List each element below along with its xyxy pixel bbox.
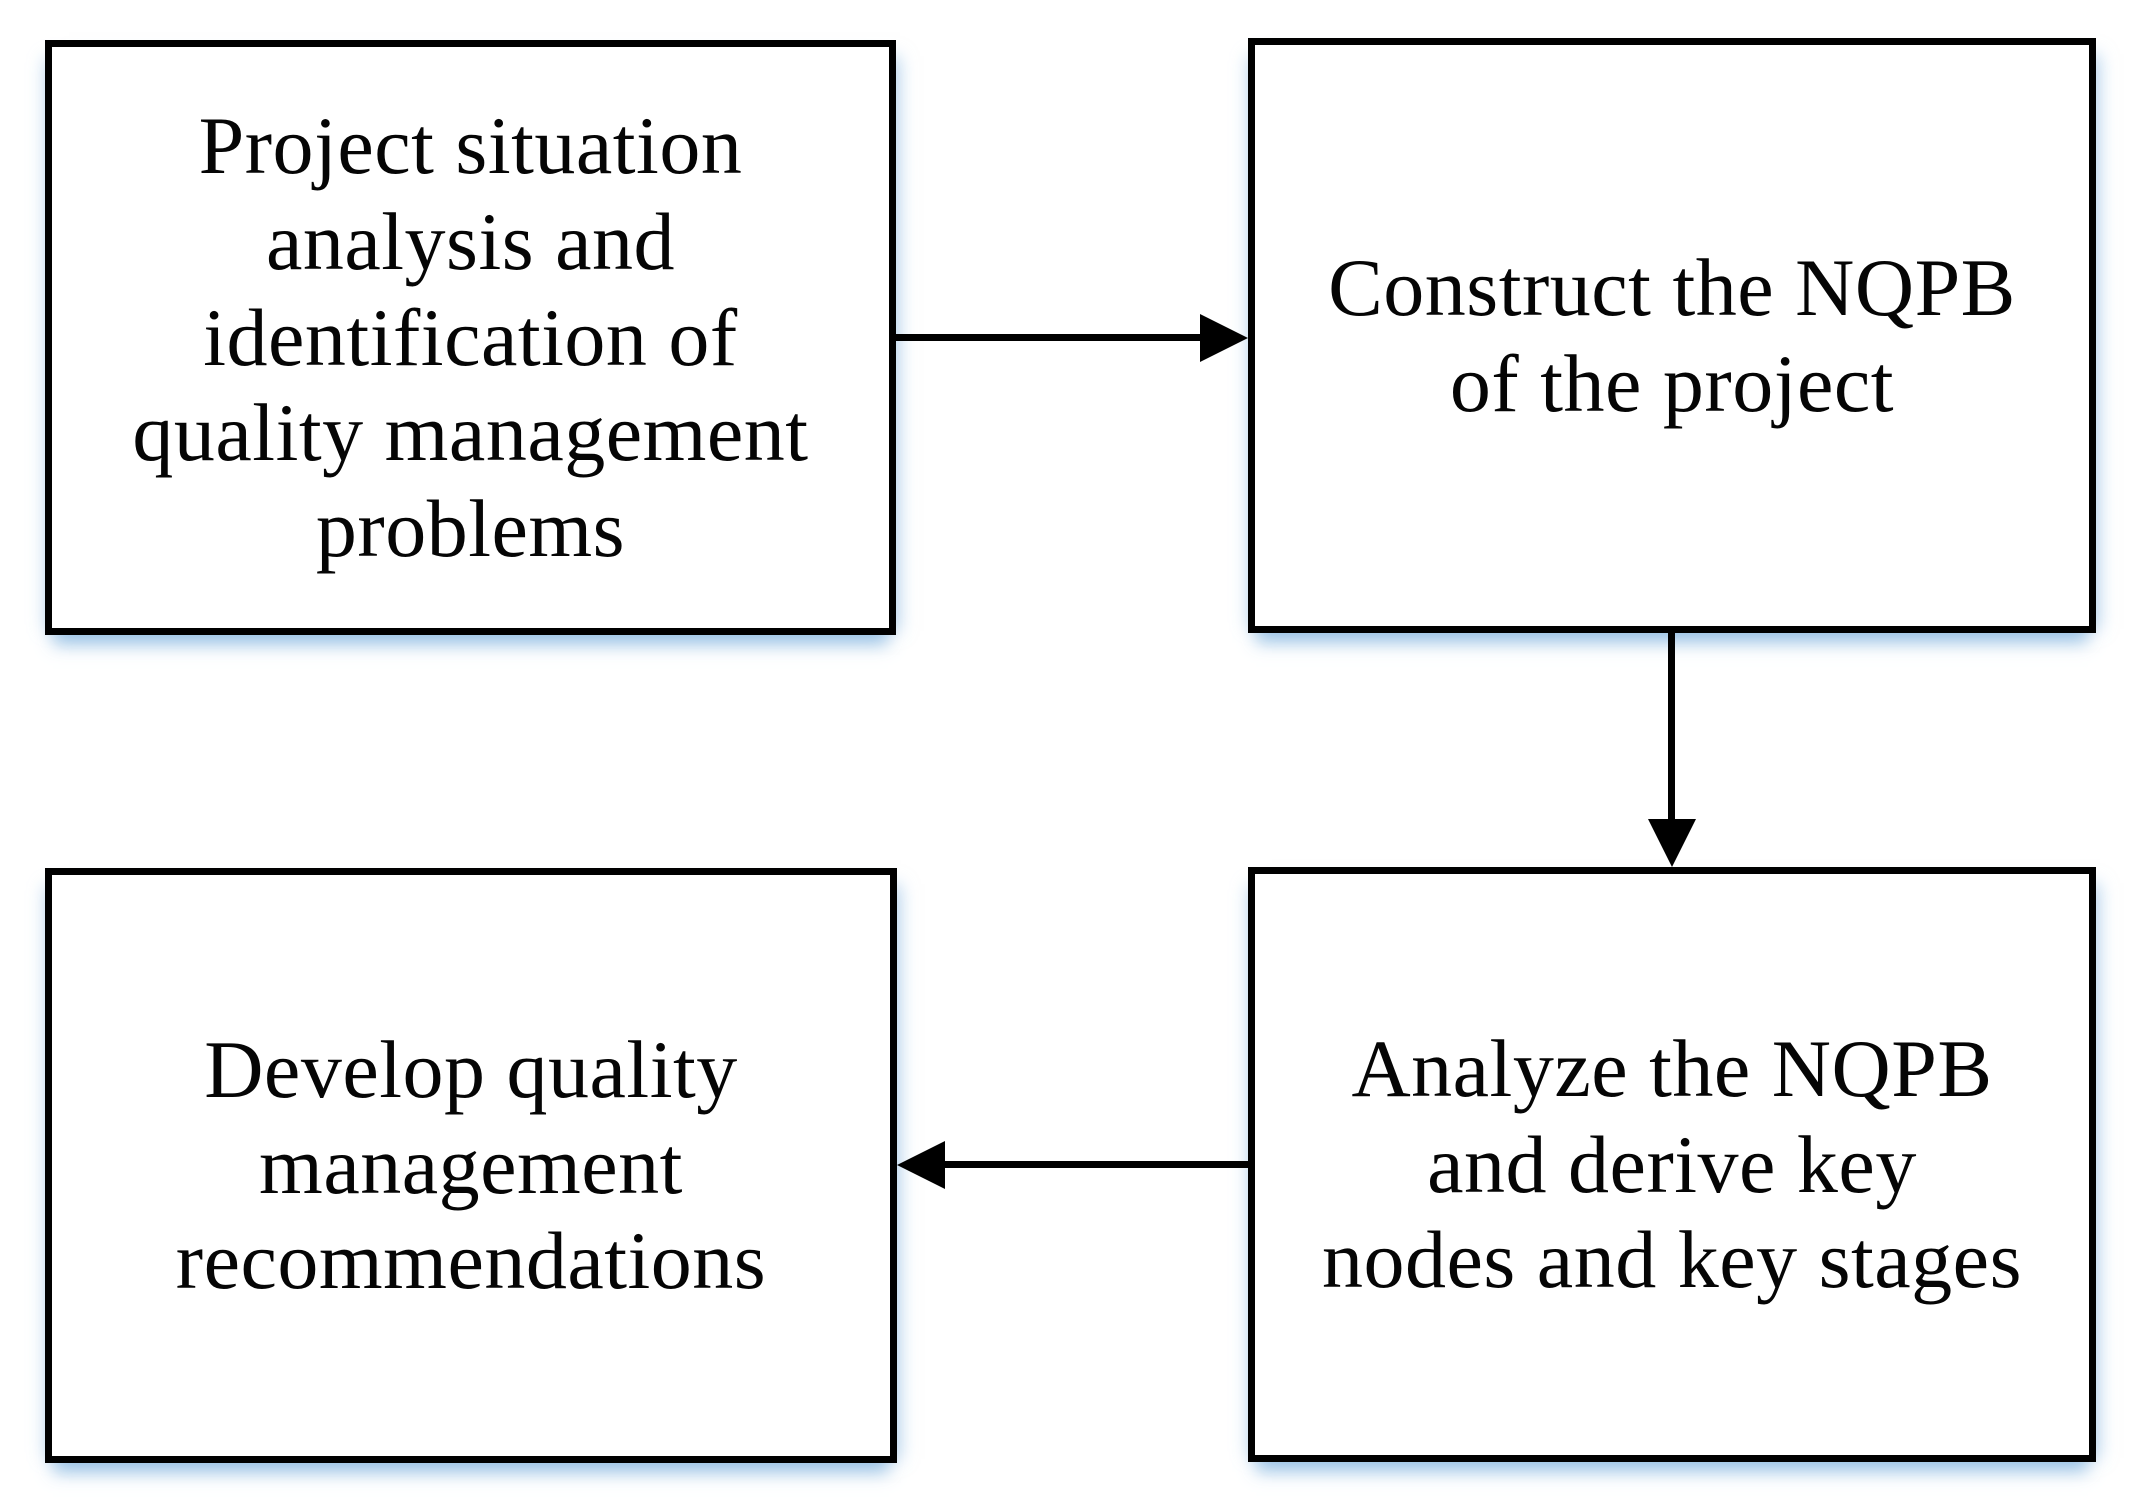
arrow-line-to-develop-recommendations	[945, 1161, 1248, 1168]
flow-box-project-situation: Project situation analysis and identific…	[45, 40, 896, 635]
arrowhead-down-icon	[1648, 819, 1696, 867]
flow-box-construct-nqpb-label: Construct the NQPB of the project	[1328, 241, 2016, 429]
flow-box-analyze-nqpb-label: Analyze the NQPB and derive key nodes an…	[1322, 1022, 2022, 1306]
arrowhead-right-icon	[1200, 314, 1248, 362]
flow-box-project-situation-label: Project situation analysis and identific…	[132, 99, 809, 575]
flow-box-construct-nqpb: Construct the NQPB of the project	[1248, 38, 2096, 633]
flow-box-develop-recommendations-label: Develop quality management recommendatio…	[175, 1023, 767, 1307]
flow-box-analyze-nqpb: Analyze the NQPB and derive key nodes an…	[1248, 867, 2096, 1462]
arrowhead-left-icon	[897, 1141, 945, 1189]
arrow-line-to-construct-nqpb	[896, 334, 1204, 341]
flow-box-develop-recommendations: Develop quality management recommendatio…	[45, 868, 897, 1463]
arrow-line-to-analyze-nqpb	[1668, 633, 1675, 821]
